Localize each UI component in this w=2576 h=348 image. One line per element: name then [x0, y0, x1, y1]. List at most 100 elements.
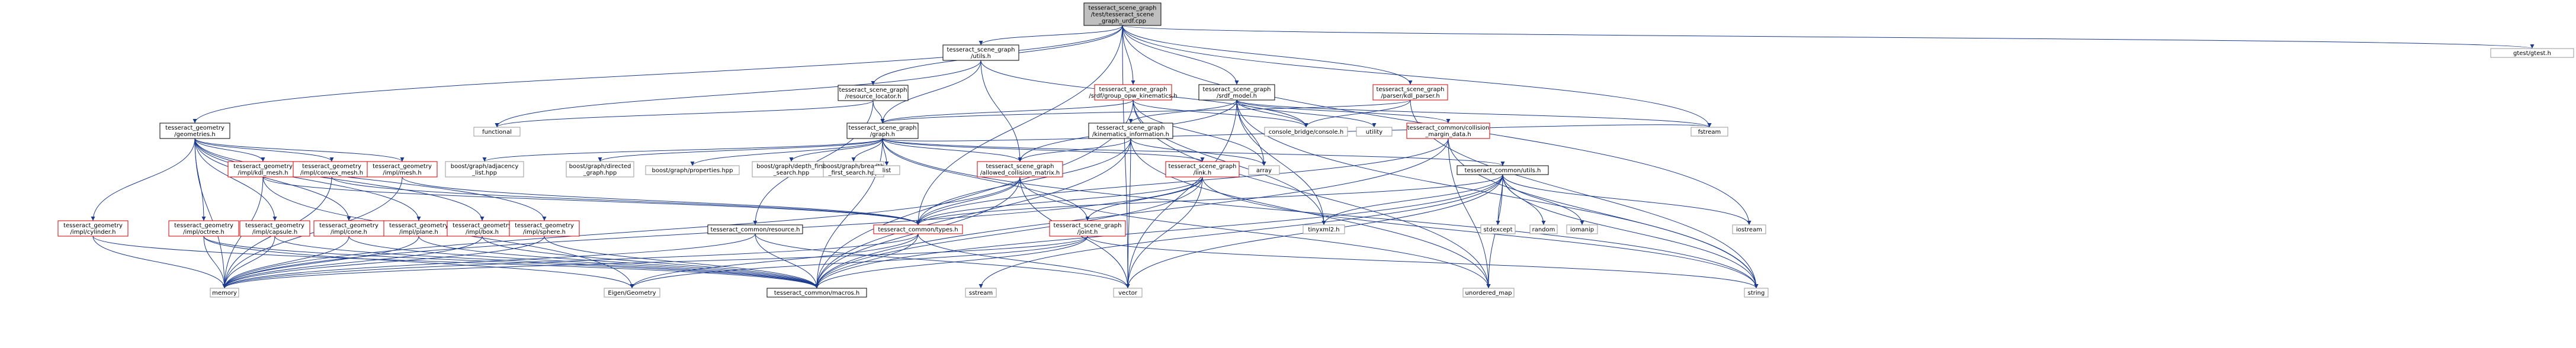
- edge-common-utils-to-macros: [814, 174, 1503, 289]
- edge-common-resource-to-memory: [222, 233, 756, 289]
- dependency-edge: [882, 138, 1022, 162]
- node-box: [965, 288, 997, 298]
- graph-node-utils-h[interactable]: tesseract_scene_graph/utils.h: [942, 44, 1019, 61]
- node-box: [1083, 2, 1162, 26]
- graph-node-kdl-h[interactable]: tesseract_geometry/impl/kdl_mesh.h: [227, 161, 299, 178]
- node-label-line: /impl/octree.h: [183, 229, 224, 236]
- node-label-line: tesseract_geometry: [165, 125, 224, 131]
- graph-node-octree[interactable]: tesseract_geometry/impl/octree.h: [168, 220, 239, 237]
- graph-node-adjacency[interactable]: boost/graph/adjacency_list.hpp: [445, 161, 524, 178]
- graph-node-vector[interactable]: vector: [1113, 288, 1143, 298]
- graph-node-convex[interactable]: tesseract_geometry/impl/convex_mesh.h: [293, 161, 371, 178]
- graph-node-stdexcept[interactable]: stdexcept: [1480, 224, 1516, 234]
- edge-root-to-utils-h: [979, 25, 1123, 46]
- edge-root-to-geometries: [193, 25, 1123, 124]
- graph-node-list[interactable]: list: [873, 165, 900, 175]
- graph-node-tinyxml[interactable]: tinyxml2.h: [1303, 224, 1345, 234]
- graph-node-common-types[interactable]: tesseract_common/types.h: [873, 224, 963, 234]
- node-label-line: tesseract_geometry: [233, 163, 293, 170]
- graph-node-iomanip[interactable]: iomanip: [1566, 224, 1598, 234]
- graph-node-res-locator[interactable]: tesseract_scene_graph/resource_locator.h: [838, 85, 909, 101]
- node-label-line: tesseract_common/resource.h: [711, 227, 800, 233]
- node-label-line: string: [1748, 290, 1765, 297]
- graph-node-link-h[interactable]: tesseract_scene_graph/link.h: [1165, 161, 1240, 178]
- node-box: [1303, 224, 1345, 234]
- dependency-edge: [1128, 99, 1237, 124]
- node-label-line: tesseract_geometry: [515, 223, 574, 229]
- node-label-line: vector: [1118, 290, 1138, 297]
- node-label-line: Eigen/Geometry: [608, 290, 656, 297]
- graph-node-plane[interactable]: tesseract_geometry/impl/plane.h: [383, 220, 454, 237]
- dependency-edge: [1236, 99, 1326, 225]
- node-label-line: tesseract_common/collision: [1407, 125, 1490, 131]
- graph-node-fstream[interactable]: fstream: [1690, 127, 1728, 137]
- node-box: [1690, 127, 1728, 137]
- graph-node-array[interactable]: array: [1248, 165, 1280, 175]
- node-label-line: tesseract_scene_graph: [1097, 125, 1165, 131]
- graph-node-geometries[interactable]: tesseract_geometry/geometries.h: [159, 123, 230, 139]
- graph-node-common-utils[interactable]: tesseract_common/utils.h: [1457, 165, 1549, 175]
- dependency-edge: [1019, 176, 1491, 289]
- dependency-edge: [851, 138, 883, 162]
- edge-joint-h-to-memory: [222, 236, 1088, 289]
- node-label-line: tesseract_geometry: [174, 223, 233, 229]
- edge-utils-h-to-graph-h: [880, 60, 981, 124]
- graph-node-srdf-group[interactable]: tesseract_scene_graph/srdf/group_opw_kin…: [1089, 84, 1178, 101]
- graph-node-unordered-map[interactable]: unordered_map: [1462, 288, 1515, 298]
- node-box: [57, 220, 129, 237]
- node-box: [1566, 224, 1598, 234]
- edge-root-to-srdf-model: [1122, 25, 1239, 85]
- graph-node-functional[interactable]: functional: [473, 127, 521, 137]
- graph-node-coll-margin[interactable]: tesseract_common/collision_margin_data.h: [1406, 123, 1490, 139]
- graph-node-dfs[interactable]: boost/graph/depth_first_search.hpp: [752, 161, 831, 178]
- dependency-edge: [1122, 25, 2534, 49]
- graph-node-properties[interactable]: boost/graph/properties.hpp: [645, 165, 740, 175]
- node-label-line: /parser/kdl_parser.h: [1381, 93, 1439, 99]
- node-box: [509, 220, 580, 237]
- graph-node-srdf-model[interactable]: tesseract_scene_graph/srdf_model.h: [1198, 84, 1275, 101]
- graph-node-utility[interactable]: utility: [1356, 127, 1393, 137]
- edge-geometries-to-cone: [194, 138, 351, 221]
- graph-node-root[interactable]: tesseract_scene_graph/test/tesseract_sce…: [1083, 2, 1162, 26]
- edge-link-h-to-joint-h: [1085, 176, 1203, 221]
- graph-node-allowed-coll[interactable]: tesseract_scene_graph/allowed_collision_…: [977, 161, 1063, 178]
- node-label-line: tesseract_scene_graph: [1377, 86, 1445, 93]
- edge-geometries-to-capsule: [194, 138, 277, 221]
- graph-node-memory[interactable]: memory: [210, 288, 239, 298]
- graph-node-iostream[interactable]: iostream: [1732, 224, 1766, 234]
- edge-cone-to-memory: [222, 236, 349, 289]
- graph-node-cylinder[interactable]: tesseract_geometry/impl/cylinder.h: [57, 220, 129, 237]
- edge-common-types-to-vector: [918, 233, 1130, 289]
- graph-node-cone[interactable]: tesseract_geometry/impl/cone.h: [313, 220, 384, 237]
- graph-node-console[interactable]: console_bridge/console.h: [1264, 127, 1348, 137]
- graph-node-box[interactable]: tesseract_geometry/impl/box.h: [447, 220, 518, 237]
- node-label-line: gtest/gtest.h: [2513, 50, 2551, 57]
- graph-node-capsule[interactable]: tesseract_geometry/impl/capsule.h: [239, 220, 310, 237]
- graph-node-graph-h[interactable]: tesseract_scene_graph/graph.h: [846, 123, 919, 139]
- graph-node-joint-h[interactable]: tesseract_scene_graph/joint.h: [1049, 220, 1126, 237]
- node-layer: tesseract_scene_graph/test/tesseract_sce…: [57, 2, 2574, 298]
- graph-node-string[interactable]: string: [1744, 288, 1769, 298]
- graph-node-common-resource[interactable]: tesseract_common/resource.h: [707, 224, 803, 234]
- node-box: [1264, 127, 1348, 137]
- edge-mesh-to-common-types: [402, 176, 920, 225]
- node-label-line: tesseract_scene_graph: [1099, 86, 1167, 93]
- node-label-line: boost/graph/depth_first: [756, 163, 826, 170]
- graph-node-macros[interactable]: tesseract_common/macros.h: [766, 288, 867, 298]
- dependency-edge: [495, 60, 981, 128]
- node-label-line: /impl/cylinder.h: [70, 229, 116, 236]
- edge-root-to-fstream: [1122, 25, 1712, 128]
- graph-node-mesh[interactable]: tesseract_geometry/impl/mesh.h: [367, 161, 438, 178]
- graph-node-directed[interactable]: boost/graph/directed_graph.hpp: [566, 161, 634, 178]
- graph-node-eigen[interactable]: Eigen/Geometry: [604, 288, 660, 298]
- dependency-edge: [882, 138, 1505, 166]
- graph-node-random[interactable]: random: [1529, 224, 1558, 234]
- graph-node-gtest[interactable]: gtest/gtest.h: [2490, 48, 2574, 58]
- dependency-edge: [222, 236, 483, 289]
- graph-node-sphere[interactable]: tesseract_geometry/impl/sphere.h: [509, 220, 580, 237]
- edge-graph-h-to-properties: [690, 138, 883, 166]
- graph-node-kin-info[interactable]: tesseract_scene_graph/kinematics_informa…: [1088, 123, 1173, 139]
- dependency-edge: [1122, 25, 1130, 289]
- graph-node-kdl-parser[interactable]: tesseract_scene_graph/parser/kdl_parser.…: [1372, 84, 1448, 101]
- graph-node-sstream[interactable]: sstream: [965, 288, 997, 298]
